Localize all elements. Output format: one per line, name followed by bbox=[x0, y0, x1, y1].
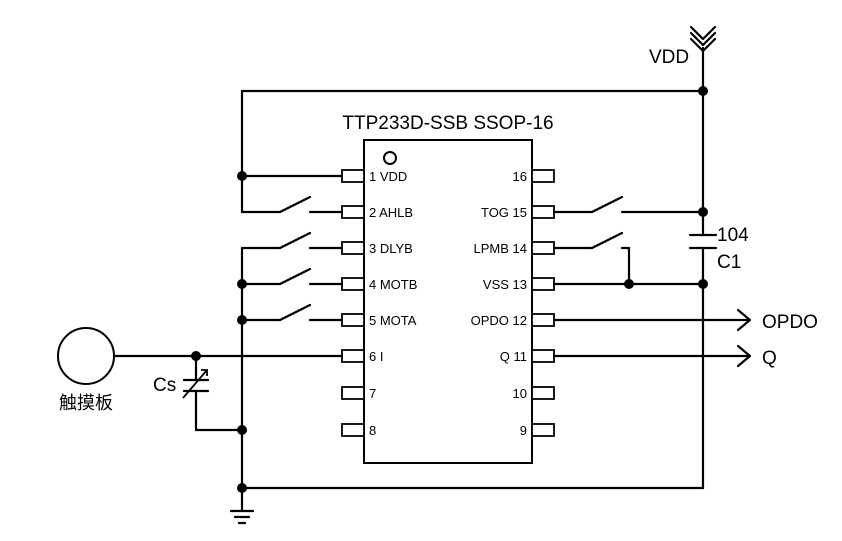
pin-11-box bbox=[531, 349, 555, 363]
pin-label-15: TOG 15 bbox=[481, 205, 527, 220]
right-pins bbox=[531, 169, 555, 437]
pin-label-16: 16 bbox=[513, 169, 527, 184]
junction-dot bbox=[191, 351, 201, 361]
pin-13-box bbox=[531, 277, 555, 291]
pin-15-box bbox=[531, 205, 555, 219]
dlyb-switch bbox=[240, 231, 344, 250]
pin-7-box bbox=[341, 386, 365, 400]
touch-pad-label: 触摸板 bbox=[59, 393, 113, 414]
cs-capacitor bbox=[182, 354, 244, 432]
lpmb-switch bbox=[552, 231, 631, 286]
pin-2-box bbox=[341, 205, 365, 219]
pin-5-box bbox=[341, 313, 365, 327]
pin-label-10: 10 bbox=[513, 386, 527, 401]
pin-6-box bbox=[341, 349, 365, 363]
pin-label-11: Q 11 bbox=[500, 349, 527, 364]
pin-label-13: VSS 13 bbox=[483, 277, 527, 292]
pin-8-box bbox=[341, 423, 365, 437]
ahlb-switch bbox=[278, 195, 344, 214]
ground-icon bbox=[229, 509, 255, 525]
pin-12-box bbox=[531, 313, 555, 327]
junction-dots bbox=[191, 86, 708, 493]
q-output-label: Q bbox=[762, 348, 777, 369]
motb-switch bbox=[240, 267, 344, 286]
junction-dot bbox=[237, 279, 247, 289]
vdd-label: VDD bbox=[649, 47, 689, 68]
pin-9-box bbox=[531, 423, 555, 437]
junction-dot bbox=[698, 86, 708, 96]
vdd-rail bbox=[240, 46, 705, 237]
c1-name-label: C1 bbox=[717, 252, 741, 273]
pin1-marker bbox=[383, 151, 397, 165]
pin-10-box bbox=[531, 386, 555, 400]
junction-dot bbox=[237, 425, 247, 435]
pin-4-box bbox=[341, 277, 365, 291]
chip-body bbox=[363, 139, 533, 464]
pin-label-5: 5 MOTA bbox=[369, 313, 417, 328]
tog-switch bbox=[552, 195, 705, 214]
mota-switch bbox=[240, 303, 344, 322]
pin-label-4: 4 MOTB bbox=[369, 277, 417, 292]
q-output bbox=[552, 344, 752, 368]
pin-1-box bbox=[341, 169, 365, 183]
cs-label: Cs bbox=[153, 375, 176, 396]
junction-dot bbox=[237, 315, 247, 325]
opdo-output bbox=[552, 308, 752, 332]
junction-dot bbox=[237, 171, 247, 181]
junction-dot bbox=[698, 279, 708, 289]
pin-label-14: LPMB 14 bbox=[474, 241, 527, 256]
pin-16-box bbox=[531, 169, 555, 183]
pin-label-8: 8 bbox=[369, 423, 376, 438]
pin-label-6: 6 I bbox=[369, 349, 383, 364]
chip-title: TTP233D-SSB SSOP-16 bbox=[342, 113, 553, 134]
pin-label-3: 3 DLYB bbox=[369, 241, 413, 256]
c1-capacitor bbox=[688, 233, 718, 250]
opdo-output-label: OPDO bbox=[762, 312, 818, 333]
pin-label-2: 2 AHLB bbox=[369, 205, 413, 220]
c1-value-label: 104 bbox=[717, 225, 749, 246]
pin-label-1: 1 VDD bbox=[369, 169, 407, 184]
pin-label-12: OPDO 12 bbox=[471, 313, 527, 328]
vdd-supply-icon bbox=[689, 25, 717, 53]
pin-label-7: 7 bbox=[369, 386, 376, 401]
left-pins bbox=[341, 169, 365, 437]
junction-dot bbox=[237, 483, 247, 493]
pin-label-9: 9 bbox=[520, 423, 527, 438]
pin-14-box bbox=[531, 241, 555, 255]
touch-pad-icon bbox=[57, 327, 115, 385]
junction-dot bbox=[698, 207, 708, 217]
pin-3-box bbox=[341, 241, 365, 255]
junction-dot bbox=[624, 279, 634, 289]
